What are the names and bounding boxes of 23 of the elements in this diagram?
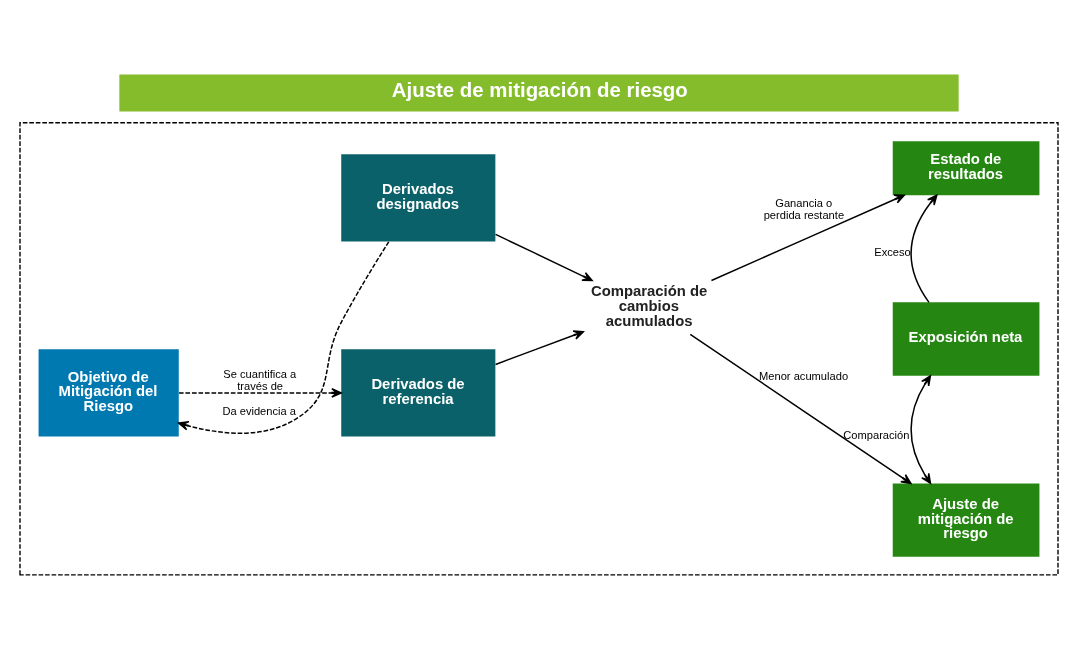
arrow <box>910 193 938 303</box>
arrow <box>178 240 390 434</box>
edge-label: Ganancia o perdida restante <box>763 196 845 221</box>
edge-label: Da evidencia a <box>222 404 297 417</box>
arrow <box>494 329 584 365</box>
node-box: Derivados designados <box>341 153 496 242</box>
arrow <box>689 333 912 484</box>
edge-label: Exceso <box>874 245 911 258</box>
edge-label: Se cuantifica a través de <box>223 367 297 392</box>
node-text: Comparación de cambios acumulados <box>590 282 708 329</box>
edge-label: Menor acumulado <box>759 369 849 382</box>
cluster <box>19 121 1059 576</box>
arrow <box>710 193 905 281</box>
arrow <box>494 233 593 281</box>
node-box: Ajuste de mitigación de riesgo <box>892 482 1040 557</box>
arrow <box>178 387 342 398</box>
node-box: Exposición neta <box>892 301 1040 376</box>
node-box: Objetivo de Mitigación del Riesgo <box>38 348 179 436</box>
edge-label: Comparación <box>843 428 910 441</box>
diagram-title: Ajuste de mitigación de riesgo <box>391 78 688 101</box>
node-box: Estado de resultados <box>892 140 1040 195</box>
node-box: Derivados de referencia <box>341 348 496 436</box>
arrow <box>910 374 932 484</box>
